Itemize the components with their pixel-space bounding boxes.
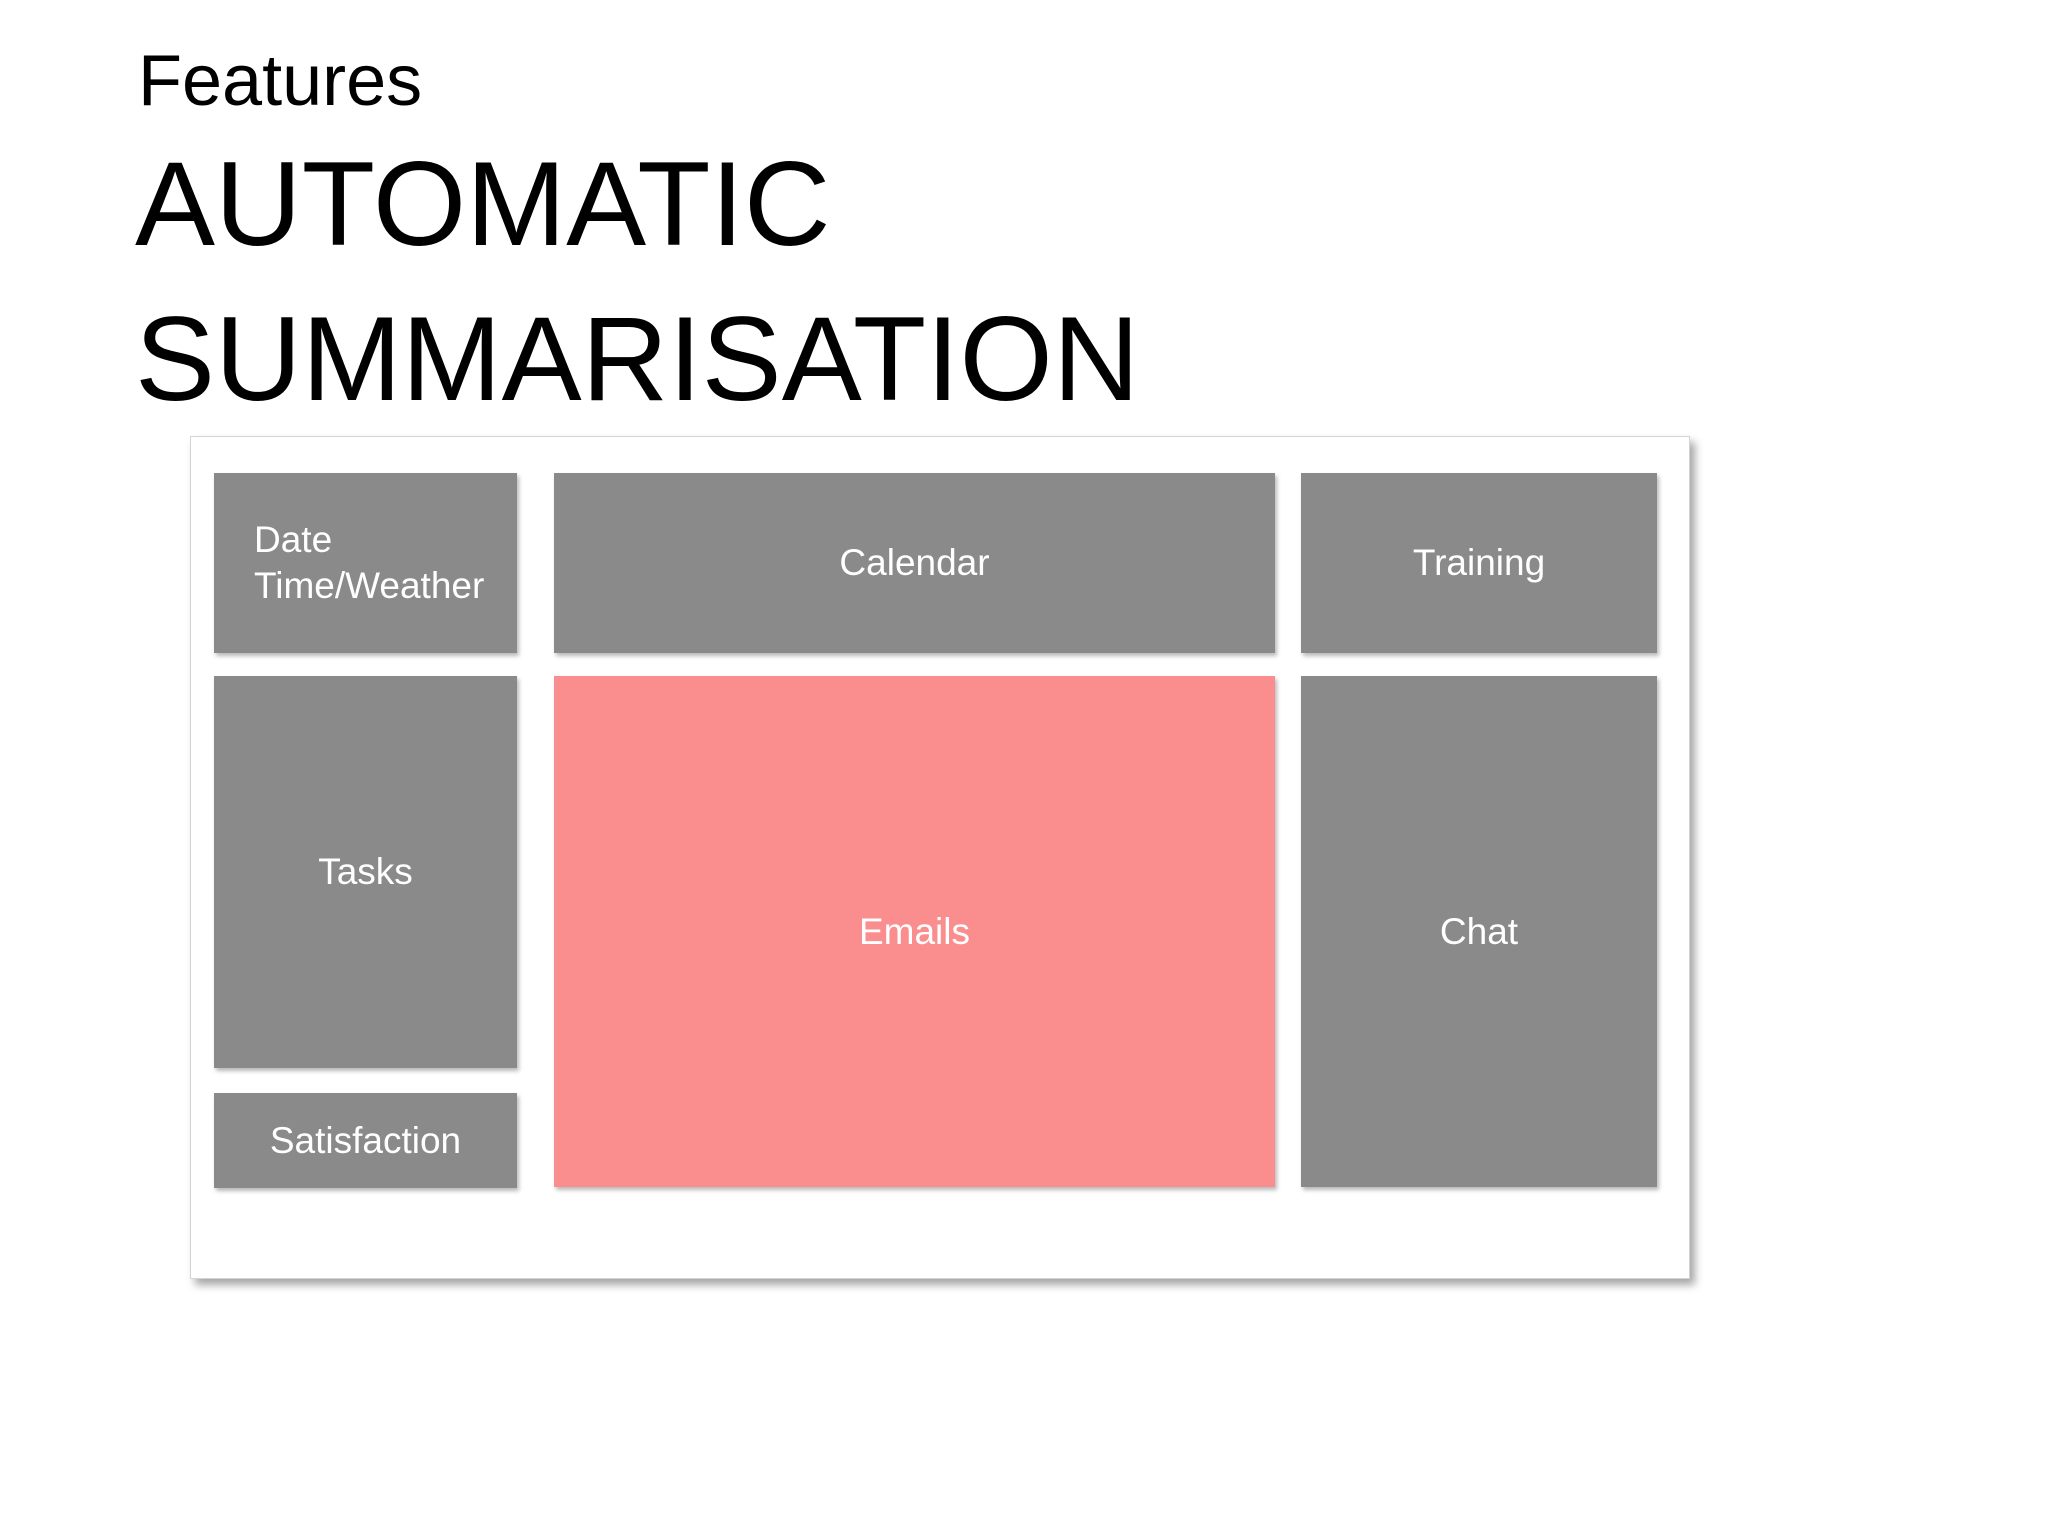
tile-training: Training xyxy=(1301,473,1657,653)
slide-kicker: Features xyxy=(138,41,423,121)
tile-chat: Chat xyxy=(1301,676,1657,1187)
tile-date-time-weather-label: Date Time/Weather xyxy=(254,519,485,606)
slide-title: AUTOMATIC SUMMARISATION xyxy=(135,127,1139,437)
tile-satisfaction-label: Satisfaction xyxy=(269,1119,462,1161)
tile-tasks-label: Tasks xyxy=(318,851,413,892)
slide-title-line1: AUTOMATIC xyxy=(135,137,831,271)
tile-date-time-weather: Date Time/Weather xyxy=(214,473,517,653)
tile-emails-label: Emails xyxy=(858,910,971,952)
tile-training-label: Training xyxy=(1412,542,1546,583)
tile-emails: Emails xyxy=(554,676,1275,1187)
tile-tasks: Tasks xyxy=(214,676,517,1068)
tile-calendar-label: Calendar xyxy=(839,542,990,583)
tile-chat-label: Chat xyxy=(1439,910,1519,952)
dashboard-mockup-panel: Date Time/Weather Calendar Training Task… xyxy=(190,436,1690,1279)
tile-satisfaction: Satisfaction xyxy=(214,1093,517,1188)
slide-title-line2: SUMMARISATION xyxy=(135,292,1140,426)
tile-calendar: Calendar xyxy=(554,473,1275,653)
